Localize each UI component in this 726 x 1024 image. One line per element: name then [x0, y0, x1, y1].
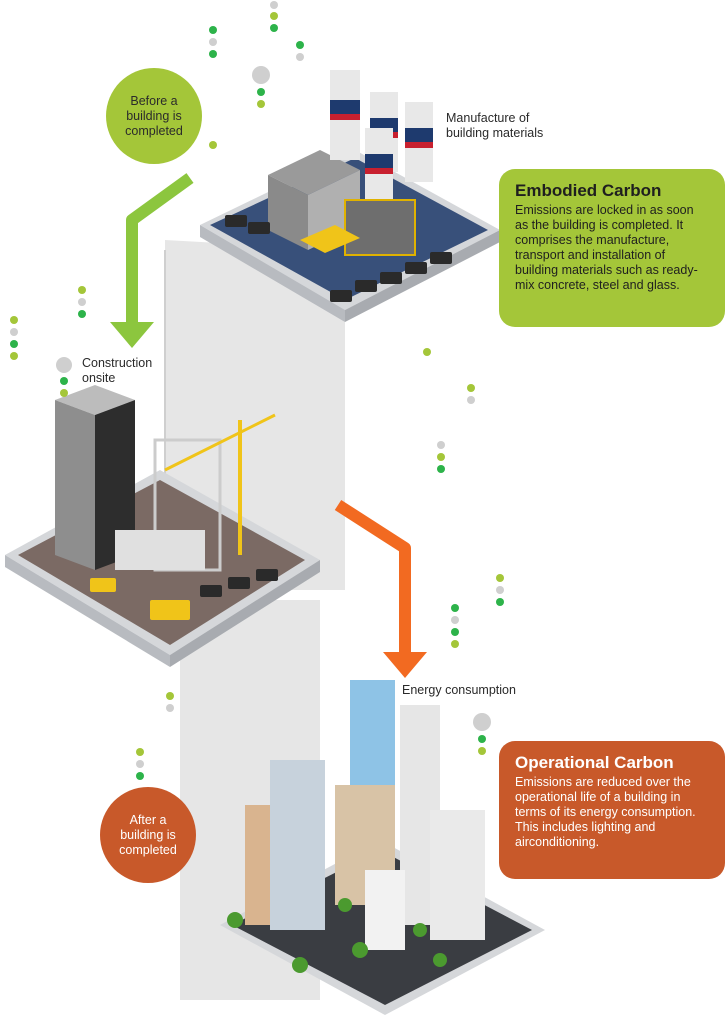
orange-arrow: [334, 499, 427, 678]
before-completion-badge: Before a building is completed: [106, 68, 202, 164]
operational-carbon-body: Emissions are reduced over the operation…: [515, 775, 696, 849]
operational-carbon-title: Operational Carbon: [515, 753, 674, 772]
manufacture-platform: [200, 70, 500, 322]
manufacture-label: Manufacture of building materials: [446, 111, 544, 140]
embodied-carbon-title: Embodied Carbon: [515, 181, 662, 200]
city-platform: [220, 680, 545, 1015]
before-completion-text: Before a building is completed: [125, 93, 183, 138]
construction-platform: [5, 385, 320, 667]
after-completion-text: After a building is completed: [119, 812, 177, 857]
after-completion-badge: After a building is completed: [100, 787, 196, 883]
energy-label: Energy consumption: [402, 683, 516, 697]
decorative-dots: [10, 1, 504, 780]
silo: [330, 70, 433, 208]
construction-label: Construction onsite: [82, 356, 153, 385]
operational-carbon-card: Operational Carbon Emissions are reduced…: [499, 741, 725, 879]
embodied-carbon-body: Emissions are locked in as soon as the b…: [515, 203, 698, 292]
green-arrow: [110, 173, 194, 348]
embodied-carbon-card: Embodied Carbon Emissions are locked in …: [499, 169, 725, 327]
